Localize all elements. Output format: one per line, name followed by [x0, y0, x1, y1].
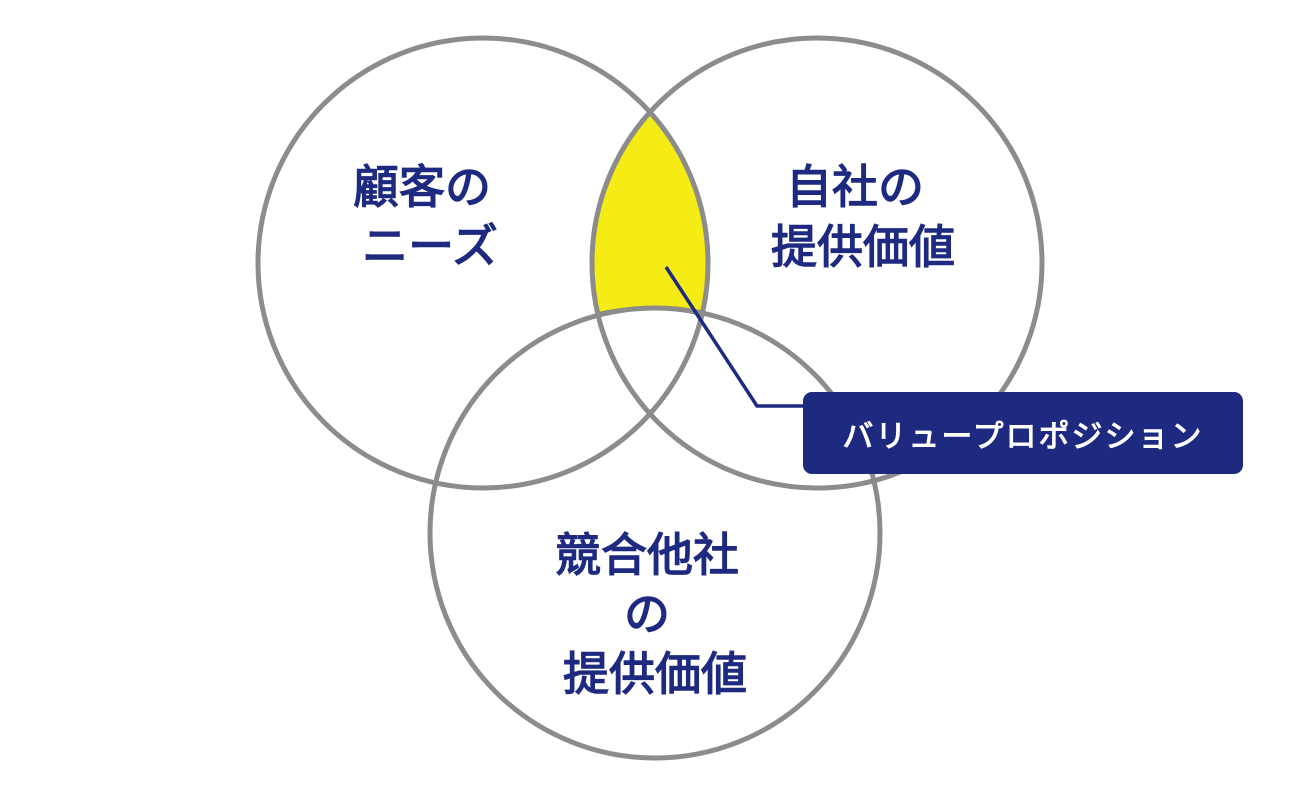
value-proposition-callout: バリュープロポジション	[803, 392, 1243, 474]
customer-needs-line1: 顧客の	[353, 160, 491, 214]
callout-connector-line	[664, 266, 812, 408]
competitor-value-line1: 競合他社	[555, 528, 739, 582]
competitor-value-circle	[427, 305, 883, 761]
customer-needs-label: 顧客の ニーズ	[353, 160, 507, 273]
own-value-circle	[589, 35, 1045, 491]
customer-needs-circle	[255, 35, 711, 491]
own-value-line1: 自社の	[786, 160, 924, 214]
competitor-value-line3: 提供価値	[563, 647, 747, 701]
customer-needs-line2: ニーズ	[362, 219, 498, 273]
own-value-label: 自社の 提供価値	[771, 160, 955, 274]
competitor-value-line2: の	[624, 587, 670, 641]
own-value-line2: 提供価値	[771, 220, 955, 274]
value-proposition-label: バリュープロポジション	[842, 418, 1204, 455]
value-proposition-region	[590, 111, 710, 316]
competitor-value-label: 競合他社 の 提供価値	[555, 528, 755, 701]
